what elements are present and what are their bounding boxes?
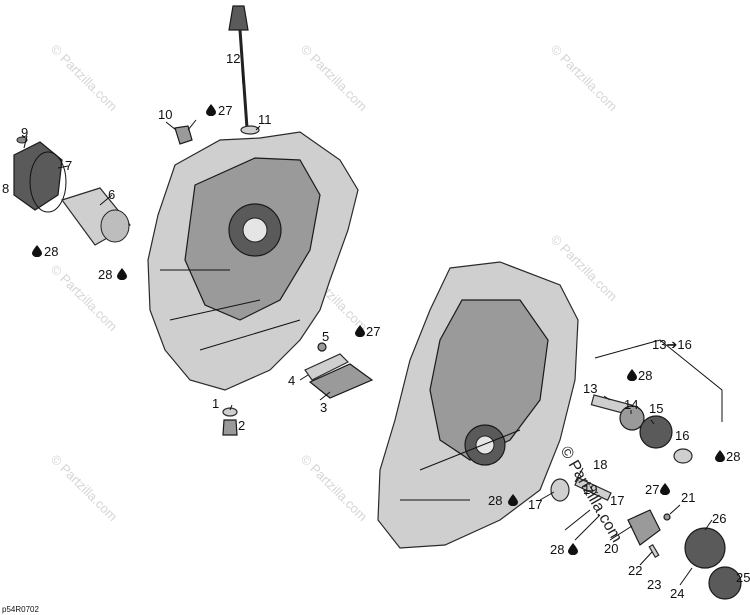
callout: 1 bbox=[212, 396, 219, 411]
washer-1 bbox=[222, 407, 238, 417]
oil-drop-icon bbox=[117, 268, 127, 280]
callout: 8 bbox=[2, 181, 9, 196]
callout: 26 bbox=[712, 511, 726, 526]
screw-5 bbox=[317, 342, 327, 352]
callout: 2 bbox=[238, 418, 245, 433]
oil-drop-icon bbox=[32, 245, 42, 257]
oil-pressure-switch bbox=[174, 125, 193, 145]
dipstick bbox=[228, 5, 249, 129]
oil-drop-icon bbox=[206, 104, 216, 116]
watermark: © Partzilla.com bbox=[48, 42, 121, 115]
callout: 28 bbox=[98, 267, 112, 282]
gear-26 bbox=[684, 527, 726, 569]
callout: 6 bbox=[108, 187, 115, 202]
leader-lines bbox=[23, 67, 713, 586]
group-bracket bbox=[594, 339, 723, 422]
gear-25 bbox=[708, 566, 742, 600]
watermark: © Partzilla.com bbox=[298, 452, 371, 525]
callout: 14 bbox=[624, 397, 638, 412]
left-crankcase bbox=[147, 131, 359, 391]
oil-filter-cover bbox=[13, 136, 63, 211]
callout-labels: 12 10 27 11 9 7 8 6 28 28 5 27 4 3 1 2 1… bbox=[2, 51, 750, 601]
callout: 28 bbox=[638, 368, 652, 383]
callout: 28 bbox=[726, 449, 740, 464]
watermark: © Partzilla.com bbox=[48, 452, 121, 525]
seal-16 bbox=[673, 448, 693, 464]
o-ring-7 bbox=[29, 151, 67, 213]
callout: 27 bbox=[366, 324, 380, 339]
o-ring-11 bbox=[240, 125, 260, 135]
screw-21 bbox=[663, 513, 671, 521]
callout: 27 bbox=[218, 103, 232, 118]
callout: 19 bbox=[583, 482, 597, 497]
callout: 17 bbox=[528, 497, 542, 512]
callout: 18 bbox=[593, 457, 607, 472]
callout: 20 bbox=[604, 541, 618, 556]
oil-strainer-frame bbox=[304, 353, 350, 381]
right-crankcase bbox=[377, 261, 579, 549]
callout: 4 bbox=[288, 373, 295, 388]
callout: 13➔16 bbox=[652, 337, 692, 352]
oil-strainer bbox=[308, 363, 374, 399]
callout: 25 bbox=[736, 570, 750, 585]
diagram-code: p54R0702 bbox=[2, 605, 39, 614]
callout: 15 bbox=[649, 401, 663, 416]
callout: 27 bbox=[645, 482, 659, 497]
ring-17 bbox=[550, 478, 570, 502]
pin-22 bbox=[648, 543, 660, 559]
oil-drop-icon bbox=[715, 450, 725, 462]
callout: 11 bbox=[258, 112, 272, 127]
callout: 17 bbox=[610, 493, 624, 508]
callout: 28 bbox=[550, 542, 564, 557]
callout: 23 bbox=[647, 577, 661, 592]
callout: 22 bbox=[628, 563, 642, 578]
callout: 13 bbox=[583, 381, 597, 396]
oil-drop-icon bbox=[627, 369, 637, 381]
oil-drop-icon bbox=[660, 483, 670, 495]
drain-plug bbox=[222, 419, 238, 436]
watermark: © Partzilla.com bbox=[548, 42, 621, 115]
callout: 28 bbox=[44, 244, 58, 259]
watermark: © Partzilla.com bbox=[298, 42, 371, 115]
callout: 12 bbox=[226, 51, 240, 66]
callout: 5 bbox=[322, 329, 329, 344]
oil-filter bbox=[61, 187, 131, 246]
pump-body-20 bbox=[627, 509, 661, 546]
pump-gear-15 bbox=[639, 415, 673, 449]
callout: 16 bbox=[675, 428, 689, 443]
callout: 10 bbox=[158, 107, 172, 122]
callout: 28 bbox=[488, 493, 502, 508]
shaft-18 bbox=[574, 476, 612, 502]
callout: 7 bbox=[65, 158, 72, 173]
callout: 21 bbox=[681, 490, 695, 505]
callout: 9 bbox=[21, 125, 28, 140]
callout: 24 bbox=[670, 586, 684, 601]
oil-drop-icon bbox=[568, 543, 578, 555]
pump-rotor bbox=[619, 405, 645, 431]
callout: 3 bbox=[320, 400, 327, 415]
